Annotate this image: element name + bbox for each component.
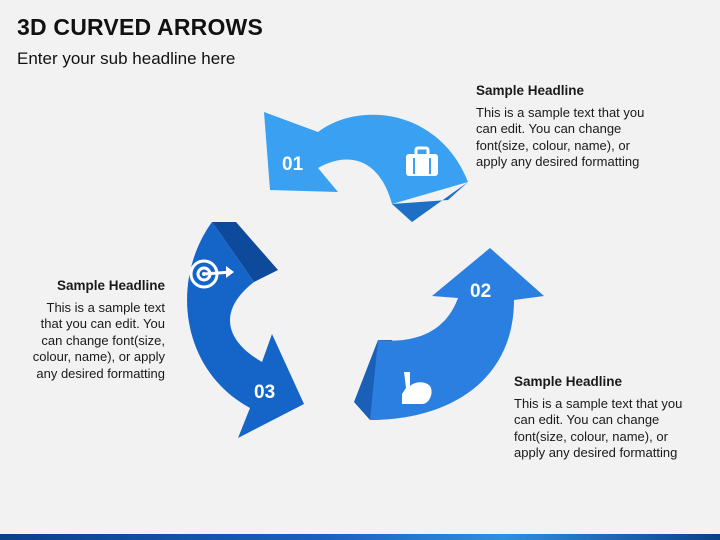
briefcase-icon — [406, 146, 438, 176]
text-block-03: Sample Headline This is a sample text th… — [30, 278, 165, 382]
page-title: 3D CURVED ARROWS — [17, 14, 264, 40]
text-block-01: Sample Headline This is a sample text th… — [476, 83, 656, 171]
text-block-02: Sample Headline This is a sample text th… — [514, 374, 694, 462]
arrow-01: 01 — [264, 112, 468, 222]
arrow-03: 03 — [187, 222, 304, 438]
step-number-02: 02 — [470, 281, 491, 302]
headline-02: Sample Headline — [514, 374, 623, 389]
step-number-03: 03 — [254, 382, 275, 403]
arrow-02: 02 — [354, 248, 544, 420]
body-text-03: This is a sample text that you can edit.… — [32, 299, 165, 381]
arrow-03-side — [212, 222, 278, 282]
headline-01: Sample Headline — [476, 83, 585, 98]
step-number-01: 01 — [282, 154, 304, 175]
arrow-02-body — [370, 248, 544, 420]
body-text-01: This is a sample text that you can edit.… — [476, 104, 645, 170]
page-subtitle: Enter your sub headline here — [17, 49, 236, 68]
footer-bar — [0, 534, 720, 540]
arrow-01-side — [392, 182, 468, 222]
flexed-arm-icon — [402, 372, 432, 404]
target-icon — [189, 259, 234, 289]
arrow-01-body — [264, 112, 468, 204]
body-text-02: This is a sample text that you can edit.… — [514, 395, 683, 461]
headline-03: Sample Headline — [56, 278, 165, 293]
